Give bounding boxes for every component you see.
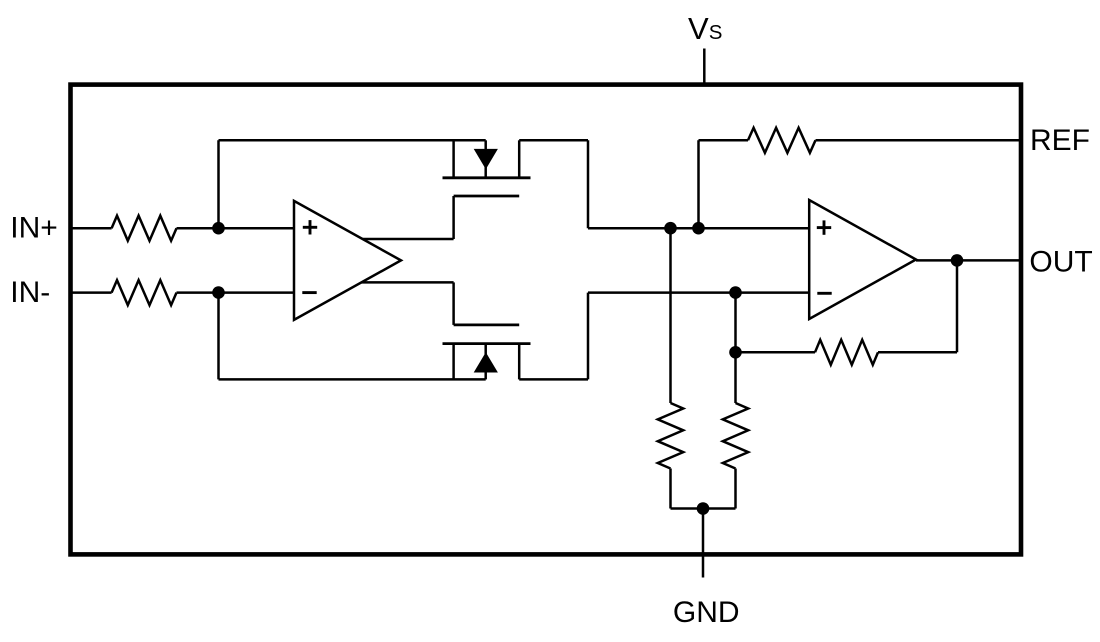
svg-text:IN-: IN- (10, 276, 50, 309)
svg-text:VS: VS (688, 11, 722, 46)
svg-text:REF: REF (1030, 124, 1090, 157)
svg-text:IN+: IN+ (10, 211, 58, 244)
svg-text:GND: GND (673, 596, 740, 629)
svg-text:OUT: OUT (1029, 246, 1092, 279)
